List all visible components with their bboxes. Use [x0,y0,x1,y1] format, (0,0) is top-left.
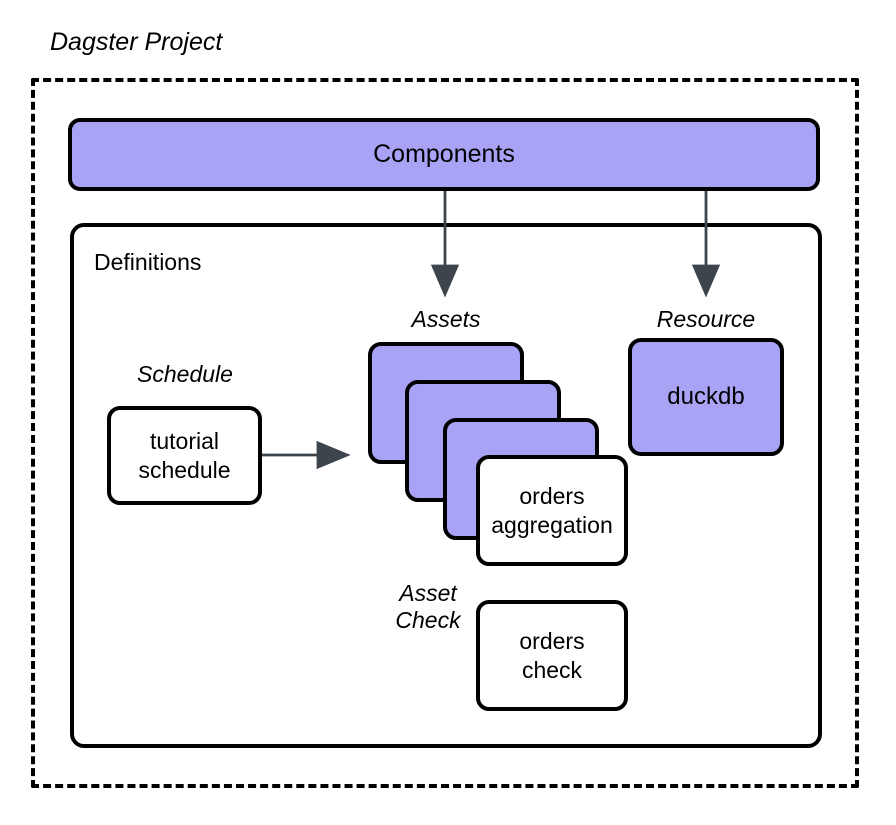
resource-duckdb-label: duckdb [667,383,745,410]
resource-duckdb[interactable]: duckdb [628,338,784,456]
components-box[interactable]: Components [68,118,820,191]
asset-orders-aggregation-label: orders aggregation [491,482,613,538]
schedule-tutorial-schedule[interactable]: tutorial schedule [107,406,262,505]
caption-schedule: Schedule [137,361,233,387]
caption-assets: Assets [411,306,481,332]
asset-check-orders-check-label: orders check [519,627,585,683]
project-title: Dagster Project [50,28,223,56]
project-frame [31,78,859,788]
schedule-tutorial-schedule-label: tutorial schedule [138,427,231,483]
caption-resource: Resource [656,306,756,332]
components-label: Components [373,140,515,168]
caption-asset-check: Asset Check [395,580,461,634]
asset-check-orders-check[interactable]: orders check [476,600,628,711]
asset-orders-aggregation[interactable]: orders aggregation [476,455,628,566]
definitions-label: Definitions [94,249,202,275]
